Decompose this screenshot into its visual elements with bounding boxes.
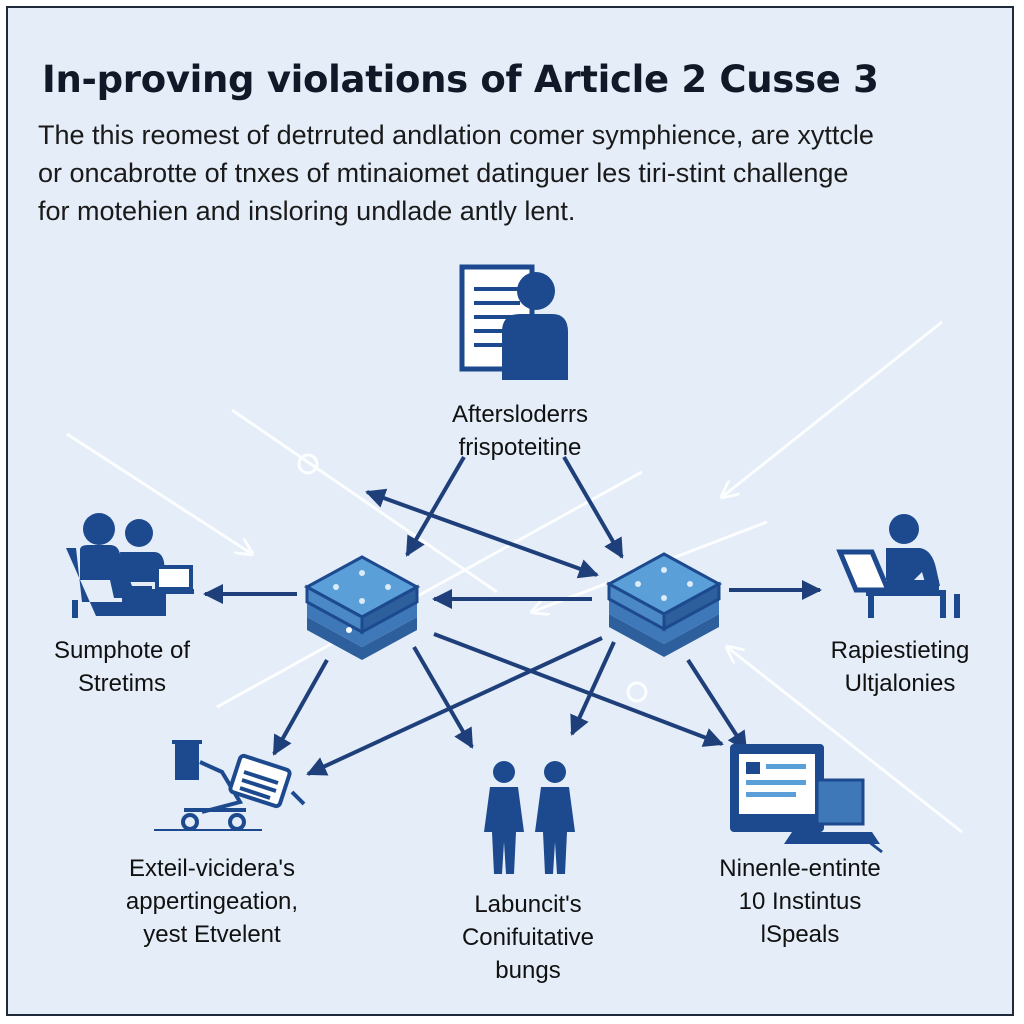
right-node-label: Rapiestieting Ultjalonies [830, 637, 970, 697]
intro-line: or oncabrotte of tnxes of mtinaiomet dat… [38, 158, 849, 188]
network-diagram [66, 264, 963, 874]
server-hub-icon [605, 552, 723, 657]
computer-monitor-icon [730, 744, 883, 854]
bottom-center-node-label: Labuncit's Conifuitative bungs [461, 891, 595, 984]
people-laptop-icon [66, 513, 194, 618]
left-node-label: Sumphote of Stretims [53, 637, 191, 697]
bottom-right-node-label: Ninenle-entinte 10 Instintus lSpeals [719, 855, 881, 948]
diagram-frame: In-proving violations of Article 2 Cusse… [6, 6, 1014, 1016]
two-people-icon [484, 761, 575, 874]
bottom-left-node-label: Exteil-vicidera's appertingeation, yest … [125, 855, 299, 948]
intro-line: for motehien and insloring undlade antly… [38, 196, 576, 226]
equipment-cart-icon [154, 740, 306, 831]
intro-line: The this reomest of detrruted andlation … [38, 120, 874, 150]
server-hub-icon [303, 555, 421, 660]
person-laptop-icon [836, 514, 960, 618]
document-person-icon [459, 264, 568, 380]
connection-arrows [203, 455, 822, 776]
page-title: In-proving violations of Article 2 Cusse… [42, 58, 879, 101]
top-node-label: Aftersloderrs frispoteitine [451, 401, 589, 461]
intro-text: The this reomest of detrruted andlation … [38, 116, 998, 230]
